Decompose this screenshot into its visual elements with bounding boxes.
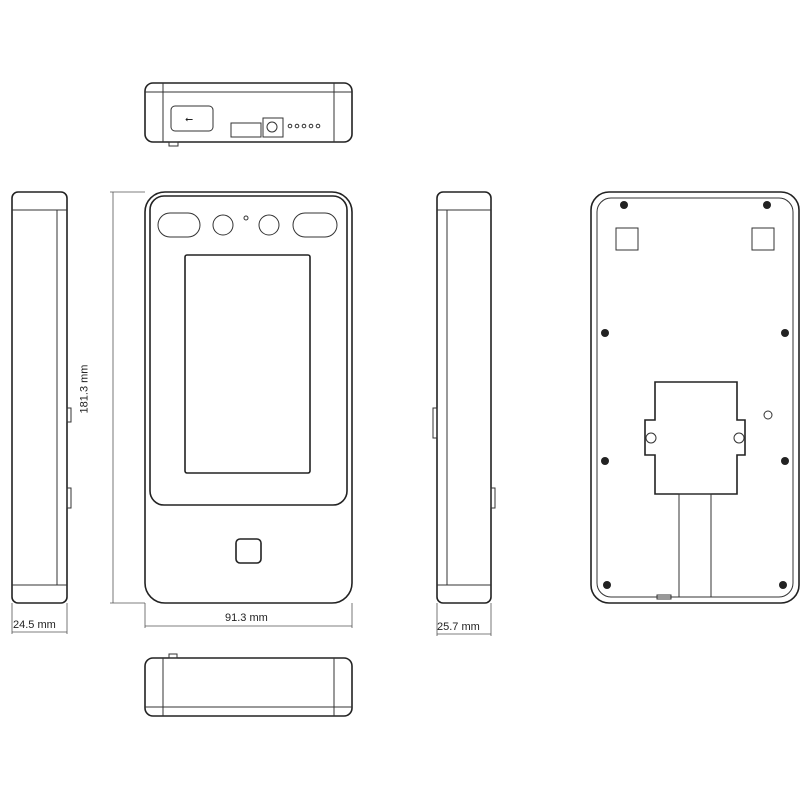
nfc-icon <box>235 538 262 564</box>
back-view <box>590 191 800 604</box>
usb-icon: ⭠ <box>185 114 193 125</box>
height-dimension-label: 181.3 mm <box>78 364 91 414</box>
right-side-view <box>432 191 496 604</box>
display <box>184 254 311 474</box>
left-depth-dimension-label: 24.5 mm <box>13 619 56 631</box>
front-view <box>144 191 353 604</box>
power-jack <box>266 121 278 133</box>
top-view: ⭠ <box>144 82 353 147</box>
camera-left <box>157 212 201 238</box>
sensor-left <box>212 214 234 236</box>
mounting-plate <box>644 381 746 495</box>
left-side-view <box>11 191 72 604</box>
width-dimension-label: 91.3 mm <box>225 612 268 624</box>
dimension-lines <box>11 191 492 636</box>
usb-port <box>170 105 214 132</box>
right-depth-dimension-label: 25.7 mm <box>437 621 480 633</box>
camera-right <box>292 212 338 238</box>
sensor-right <box>258 214 280 236</box>
bottom-view <box>144 653 353 717</box>
